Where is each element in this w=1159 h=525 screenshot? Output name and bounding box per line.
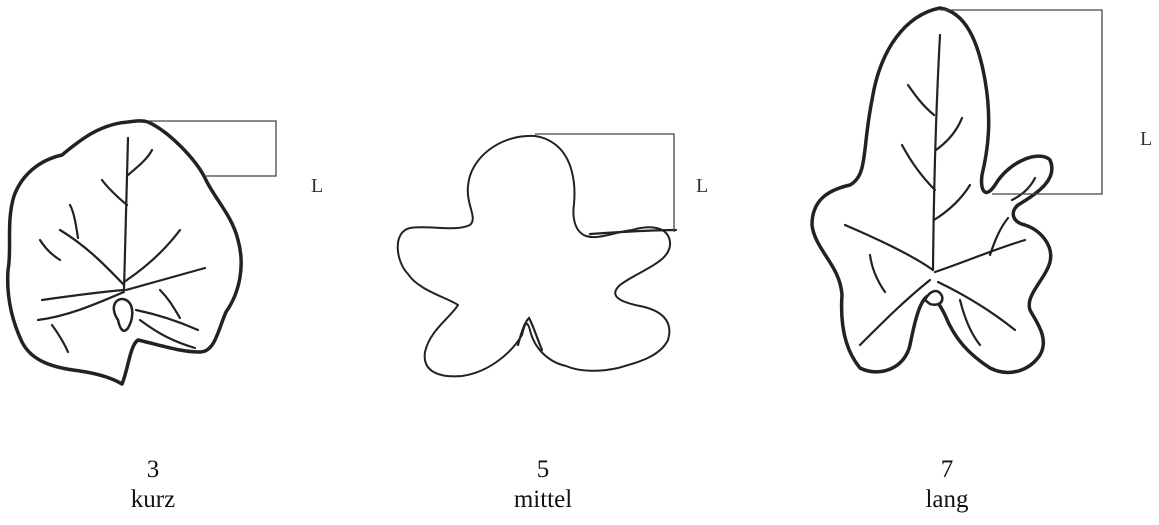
leaf-lang [810, 6, 1054, 375]
leaf-lang-outline [810, 6, 1054, 375]
leaf-lang-sinus [923, 289, 944, 306]
caption-lang-number: 7 [940, 456, 954, 483]
bracket-lang [940, 9, 1103, 195]
leaf-lang-veins [843, 33, 1037, 347]
caption-kurz: 3 kurz [83, 455, 223, 515]
leaf-mittel [396, 134, 678, 378]
caption-kurz-number: 3 [146, 456, 160, 483]
caption-mittel-label: mittel [513, 486, 573, 513]
length-marker-kurz: L [311, 175, 324, 197]
caption-lang-label: lang [925, 486, 969, 513]
leaf-kurz [5, 119, 243, 386]
length-marker-lang: L [1140, 128, 1153, 150]
leaf-mittel-outline [396, 134, 672, 378]
length-marker-mittel: L [696, 175, 709, 197]
leaf-kurz-sinus [112, 297, 134, 332]
caption-mittel-number: 5 [536, 456, 550, 483]
bracket-kurz [148, 120, 277, 177]
caption-mittel: 5 mittel [473, 455, 613, 515]
bracket-mittel [535, 133, 675, 232]
leaf-mittel-cut-line [588, 228, 678, 236]
leaf-mittel-sinus [516, 316, 544, 352]
leaf-kurz-veins [36, 136, 207, 354]
caption-lang: 7 lang [877, 455, 1017, 515]
caption-kurz-label: kurz [130, 486, 176, 513]
